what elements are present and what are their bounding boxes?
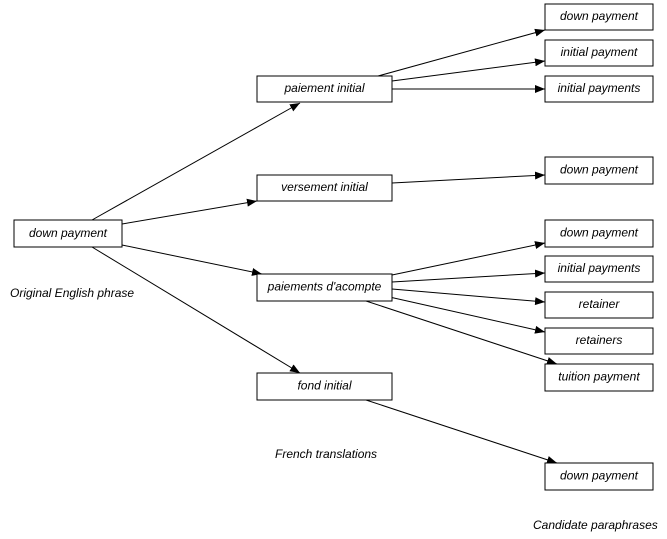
caption-translations: French translations <box>275 447 377 461</box>
edges <box>91 28 558 464</box>
translation-label-3: paiements d'acompte <box>267 280 382 294</box>
paraphrase-box-7 <box>544 291 654 319</box>
source-node: down payment <box>13 219 123 248</box>
paraphrase-box-1 <box>544 3 654 31</box>
paraphrase-label-5: down payment <box>560 226 639 240</box>
paraphrase-label-8: retainers <box>576 333 623 347</box>
edge-translation-4-to-paraphrase-10 <box>365 399 558 464</box>
paraphrase-label-9: tuition payment <box>558 370 640 384</box>
edge-translation-3-to-paraphrase-8 <box>384 295 546 334</box>
edge-translation-2-to-paraphrase-4 <box>391 171 546 184</box>
paraphrase-box-6 <box>544 255 654 283</box>
paraphrase-label-6: initial payments <box>558 261 641 275</box>
paraphrase-label-10: down payment <box>560 469 639 483</box>
translation-box-2 <box>256 174 393 202</box>
edge-translation-1-to-paraphrase-2 <box>391 58 546 82</box>
edge-source-to-translation-2 <box>121 198 258 225</box>
source-box <box>13 219 123 248</box>
edge-translation-1-to-paraphrase-1 <box>377 28 546 77</box>
edge-source-to-translation-3 <box>121 244 263 276</box>
translation-label-2: versement initial <box>281 180 368 194</box>
translation-box-1 <box>256 75 393 103</box>
paraphrase-label-4: down payment <box>560 163 639 177</box>
paraphrase-box-2 <box>544 39 654 67</box>
paraphrase-label-2: initial payment <box>561 45 638 59</box>
paraphrase-nodes: down payment initial payment initial pay… <box>544 3 654 491</box>
caption-paraphrases: Candidate paraphrases <box>533 518 658 532</box>
paraphrase-box-3 <box>544 75 654 103</box>
paraphrase-label-1: down payment <box>560 9 639 23</box>
paraphrase-label-7: retainer <box>579 297 621 311</box>
edge-translation-3-to-paraphrase-7 <box>391 288 546 306</box>
caption-original: Original English phrase <box>10 286 134 300</box>
paraphrase-box-9 <box>544 363 654 392</box>
paraphrase-box-4 <box>544 156 654 185</box>
paraphrase-box-5 <box>544 219 654 248</box>
source-label: down payment <box>29 226 108 240</box>
translation-box-3 <box>256 273 393 302</box>
paraphrase-box-8 <box>544 327 654 355</box>
captions: Original English phrase French translati… <box>10 286 658 532</box>
edge-translation-3-to-paraphrase-5 <box>391 241 546 276</box>
paraphrase-box-10 <box>544 462 654 491</box>
translation-nodes: paiement initial versement initial paiem… <box>256 75 393 401</box>
translation-label-1: paiement initial <box>283 81 364 95</box>
edge-translation-3-to-paraphrase-9 <box>365 300 558 365</box>
translation-box-4 <box>256 372 393 401</box>
translation-label-4: fond initial <box>297 379 351 393</box>
edge-source-to-translation-4 <box>91 246 301 374</box>
edge-source-to-translation-1 <box>91 102 301 221</box>
paraphrase-label-3: initial payments <box>558 81 641 95</box>
edge-translation-3-to-paraphrase-6 <box>391 269 546 283</box>
